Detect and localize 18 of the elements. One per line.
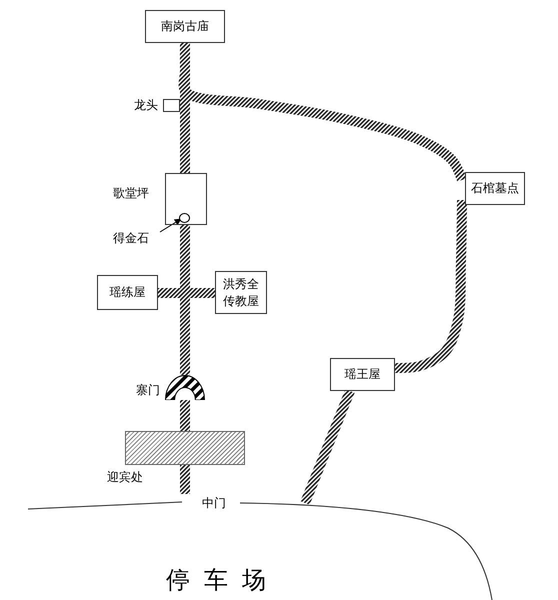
place-label: 龙头 <box>134 98 158 112</box>
place-label: 得金石 <box>113 230 161 246</box>
road-path <box>300 389 355 505</box>
place-box: 南岗古庙 <box>145 10 225 43</box>
road-path <box>178 42 467 182</box>
road-path <box>394 200 467 374</box>
place-box: 瑶王屋 <box>330 358 395 391</box>
place-label: 迎宾处 <box>107 470 143 484</box>
road-path <box>180 225 190 375</box>
road-path <box>180 465 190 494</box>
place-label: 歌堂坪 <box>113 186 149 200</box>
leader-line <box>160 218 182 232</box>
place-box: 石棺墓点 <box>465 172 525 205</box>
place-box: 洪秀全传教屋 <box>215 271 267 314</box>
place-label: 寨门 <box>136 383 160 397</box>
parking-lot-label: 停车场 <box>166 565 280 596</box>
place-box: 瑶练屋 <box>97 275 158 310</box>
place-label: 中门 <box>180 494 238 512</box>
